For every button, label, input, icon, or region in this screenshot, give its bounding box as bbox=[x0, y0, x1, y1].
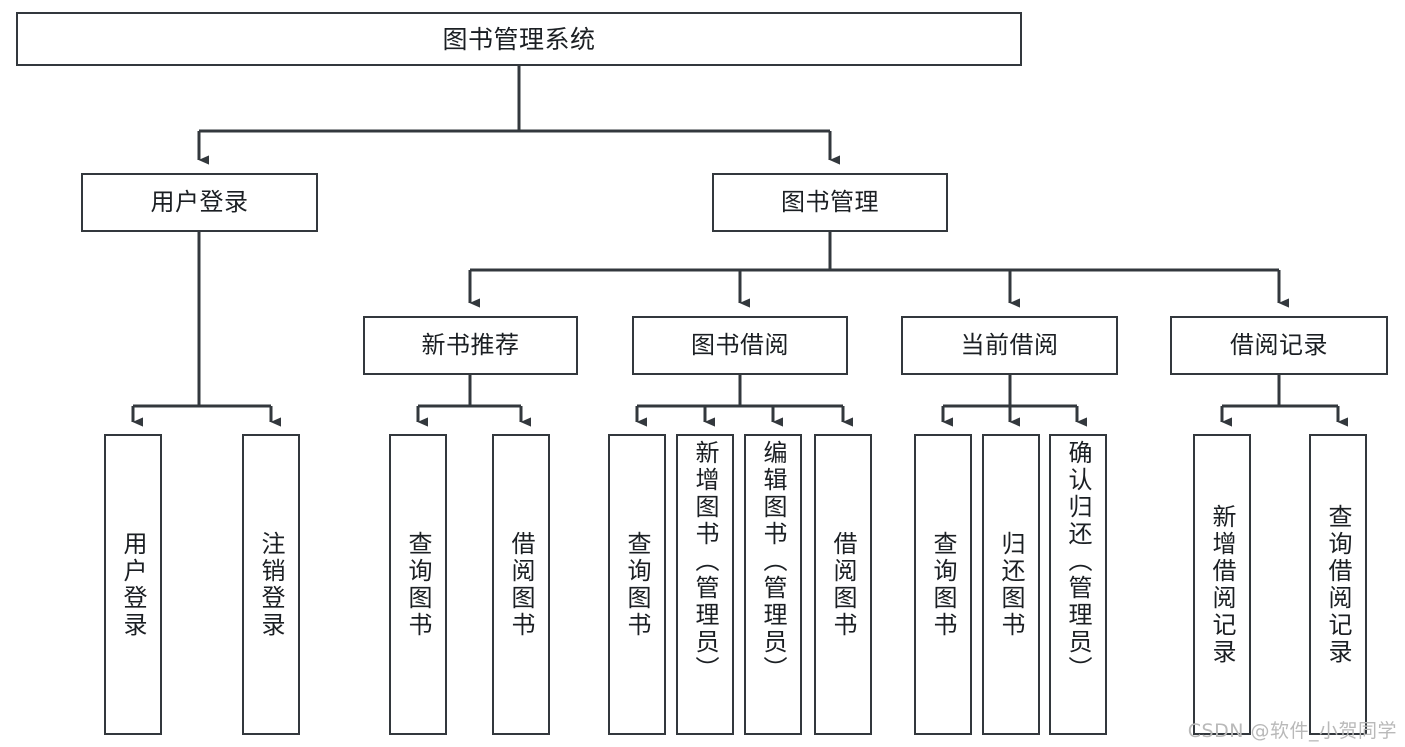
leaf-query-book-2[interactable]: 查询图书 bbox=[608, 434, 666, 735]
node-label: 确认归还（管理员） bbox=[1064, 440, 1092, 683]
node-label: 查询图书 bbox=[623, 530, 651, 639]
leaf-borrow-book-2[interactable]: 借阅图书 bbox=[814, 434, 872, 735]
node-label: 用户登录 bbox=[150, 187, 249, 216]
node-label: 借阅图书 bbox=[507, 530, 535, 639]
node-label: 查询借阅记录 bbox=[1324, 503, 1352, 666]
node-label: 借阅图书 bbox=[829, 530, 857, 639]
node-user-login[interactable]: 用户登录 bbox=[81, 173, 318, 232]
node-label: 借阅记录 bbox=[1230, 330, 1328, 359]
leaf-query-book-3[interactable]: 查询图书 bbox=[914, 434, 972, 735]
node-label: 查询图书 bbox=[929, 530, 957, 639]
node-borrow-record[interactable]: 借阅记录 bbox=[1170, 316, 1388, 375]
node-book-borrow[interactable]: 图书借阅 bbox=[632, 316, 848, 375]
leaf-user-login[interactable]: 用户登录 bbox=[104, 434, 162, 735]
node-label: 图书借阅 bbox=[691, 330, 789, 359]
node-label: 用户登录 bbox=[119, 530, 147, 639]
leaf-edit-book-admin[interactable]: 编辑图书（管理员） bbox=[744, 434, 802, 735]
leaf-borrow-book-1[interactable]: 借阅图书 bbox=[492, 434, 550, 735]
node-label: 编辑图书（管理员） bbox=[759, 440, 787, 683]
leaf-add-book-admin[interactable]: 新增图书（管理员） bbox=[676, 434, 734, 735]
node-current-borrow[interactable]: 当前借阅 bbox=[901, 316, 1118, 375]
node-label: 图书管理 bbox=[781, 187, 879, 216]
node-label: 归还图书 bbox=[997, 530, 1025, 639]
leaf-logout-login[interactable]: 注销登录 bbox=[242, 434, 300, 735]
node-label: 图书管理系统 bbox=[442, 24, 596, 54]
node-label: 当前借阅 bbox=[960, 330, 1059, 359]
node-root-book-management-system[interactable]: 图书管理系统 bbox=[16, 12, 1022, 66]
csdn-watermark: CSDN @软件_小贺同学 bbox=[1187, 720, 1397, 742]
leaf-add-borrow-record[interactable]: 新增借阅记录 bbox=[1193, 434, 1251, 735]
leaf-return-book[interactable]: 归还图书 bbox=[982, 434, 1040, 735]
node-label: 查询图书 bbox=[404, 530, 432, 639]
node-label: 新增图书（管理员） bbox=[691, 440, 719, 683]
node-label: 新增借阅记录 bbox=[1208, 503, 1236, 666]
node-label: 新书推荐 bbox=[421, 330, 520, 359]
leaf-query-borrow-record[interactable]: 查询借阅记录 bbox=[1309, 434, 1367, 735]
leaf-confirm-return-admin[interactable]: 确认归还（管理员） bbox=[1049, 434, 1107, 735]
node-book-management[interactable]: 图书管理 bbox=[712, 173, 948, 232]
node-new-book-recommend[interactable]: 新书推荐 bbox=[363, 316, 578, 375]
node-label: 注销登录 bbox=[257, 530, 285, 639]
leaf-query-book-1[interactable]: 查询图书 bbox=[389, 434, 447, 735]
